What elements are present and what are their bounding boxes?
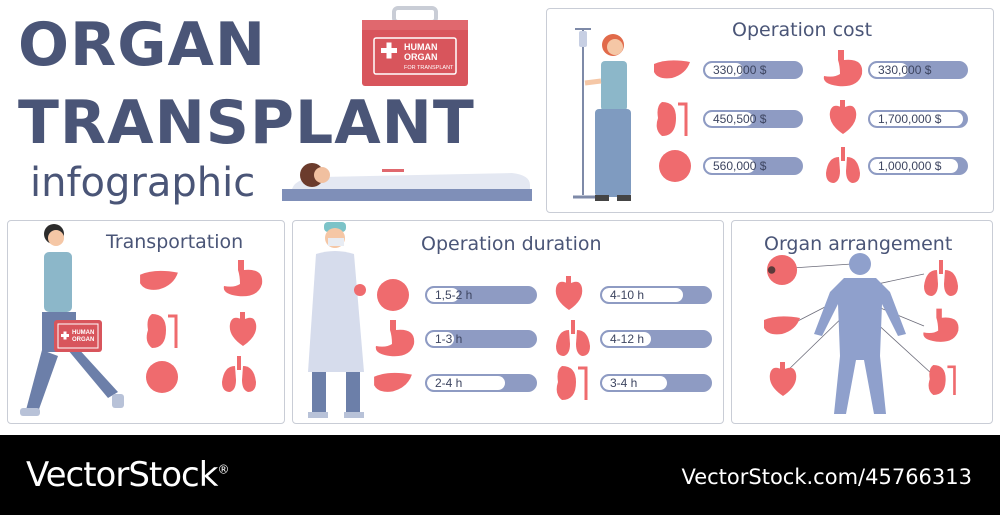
kit-label-2: ORGAN xyxy=(404,52,438,62)
cost-label-eye: 560,000 $ xyxy=(713,159,767,173)
cost-label-stomach: 330,000 $ xyxy=(878,63,932,77)
duration-label-kidney: 3-4 h xyxy=(610,376,638,390)
cost-bar-fill xyxy=(870,63,909,77)
cost-label-heart: 1,700,000 $ xyxy=(878,112,942,126)
lungs-icon xyxy=(826,147,860,183)
duration-label-eye: 1,5-2 h xyxy=(435,288,473,302)
courier-kit-label-1: HUMAN xyxy=(72,330,94,336)
kidney-icon xyxy=(146,314,178,348)
lungs-icon xyxy=(222,356,256,392)
stomach-icon xyxy=(375,320,415,357)
eye-icon xyxy=(146,361,178,393)
organ-kit-icon: HUMAN ORGAN FOR TRANSPLANT xyxy=(362,6,468,86)
cost-bar-stomach: 330,000 $ xyxy=(868,61,968,79)
kit-label-3: FOR TRANSPLANT xyxy=(404,65,454,71)
kidney-icon xyxy=(928,365,956,395)
courier-kit-label-2: ORGAN xyxy=(72,337,94,343)
footer-brand-mark: ® xyxy=(217,462,229,477)
duration-bar-lungs: 4-12 h xyxy=(600,330,712,348)
duration-bar-liver: 2-4 h xyxy=(425,374,537,392)
duration-bar-fill xyxy=(602,332,651,346)
liver-icon xyxy=(764,316,800,335)
lungs-icon xyxy=(556,320,590,356)
footer-brand: VectorStock® xyxy=(26,455,229,495)
cost-bar-fill xyxy=(705,159,755,173)
footer-url[interactable]: VectorStock.com/45766313 xyxy=(681,465,972,489)
liver-icon xyxy=(654,60,690,79)
heart-icon xyxy=(555,276,583,310)
title-line-1: ORGAN xyxy=(18,10,267,80)
duration-bar-fill xyxy=(602,376,667,390)
duration-bar-stomach: 1-3 h xyxy=(425,330,537,348)
patient-bed-illustration xyxy=(282,163,532,201)
heart-icon xyxy=(829,100,857,134)
cost-label-liver: 330,000 $ xyxy=(713,63,767,77)
duration-bar-fill xyxy=(427,376,505,390)
operation-duration-title: Operation duration xyxy=(421,233,602,255)
stomach-icon xyxy=(823,50,863,87)
duration-bar-heart: 4-10 h xyxy=(600,286,712,304)
cost-bar-fill xyxy=(870,112,964,126)
kidney-icon xyxy=(656,102,688,136)
operation-duration-panel: Operation duration xyxy=(292,220,724,424)
courier-illustration: HUMAN ORGAN xyxy=(20,224,124,416)
duration-bar-fill xyxy=(602,288,683,302)
heart-icon xyxy=(769,362,797,396)
cost-label-kidney: 450,500 $ xyxy=(713,112,767,126)
lungs-icon xyxy=(924,260,958,296)
organ-arrangement-title: Organ arrangement xyxy=(764,233,953,255)
duration-label-heart: 4-10 h xyxy=(610,288,645,302)
footer-brand-text: VectorStock xyxy=(26,455,218,495)
cost-bar-fill xyxy=(705,63,744,77)
liver-icon xyxy=(140,270,178,290)
cost-bar-kidney: 450,500 $ xyxy=(703,110,803,128)
cost-bar-liver: 330,000 $ xyxy=(703,61,803,79)
transportation-title: Transportation xyxy=(106,231,244,253)
heart-icon xyxy=(229,312,257,346)
body-diagram xyxy=(783,253,933,414)
eye-icon xyxy=(659,150,691,182)
duration-bar-fill xyxy=(427,288,460,302)
liver-icon xyxy=(374,372,412,392)
cost-bar-lungs: 1,000,000 $ xyxy=(868,157,968,175)
eye-icon xyxy=(377,279,409,311)
cost-bar-heart: 1,700,000 $ xyxy=(868,110,968,128)
duration-bar-kidney: 3-4 h xyxy=(600,374,712,392)
duration-label-liver: 2-4 h xyxy=(435,376,463,390)
cost-bar-fill xyxy=(705,112,753,126)
cost-bar-fill xyxy=(870,159,959,173)
duration-label-stomach: 1-3 h xyxy=(435,332,463,346)
title-line-2: TRANSPLANT xyxy=(18,88,475,158)
stomach-icon xyxy=(223,260,263,297)
footer-bar: VectorStock® VectorStock.com/45766313 xyxy=(0,435,1000,515)
kit-label-1: HUMAN xyxy=(404,42,438,52)
duration-label-lungs: 4-12 h xyxy=(610,332,645,346)
nurse-illustration xyxy=(573,28,631,201)
operation-cost-title: Operation cost xyxy=(732,19,873,41)
title-line-3: infographic xyxy=(30,160,256,206)
cost-label-lungs: 1,000,000 $ xyxy=(878,159,942,173)
kidney-icon xyxy=(556,366,588,400)
stomach-icon xyxy=(923,308,959,342)
duration-bar-eye: 1,5-2 h xyxy=(425,286,537,304)
cost-bar-eye: 560,000 $ xyxy=(703,157,803,175)
duration-bar-fill xyxy=(427,332,454,346)
eye-icon xyxy=(766,254,798,286)
surgeon-illustration xyxy=(308,222,366,418)
